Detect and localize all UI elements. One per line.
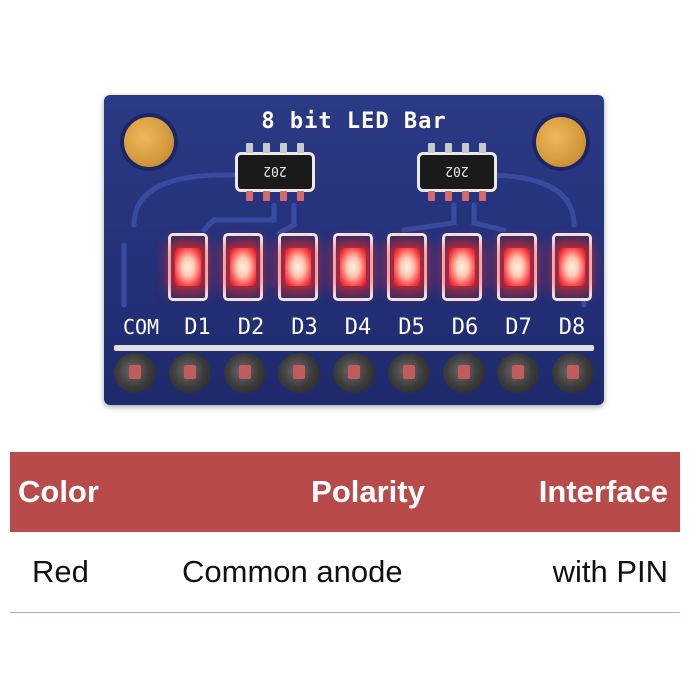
- header-color: Color: [18, 474, 99, 509]
- header-pin: [333, 353, 375, 393]
- header-polarity: Polarity: [311, 474, 425, 509]
- mounting-hole-left: [124, 117, 174, 167]
- led-d6: [442, 233, 483, 301]
- spec-table: Color Polarity Interface Red Common anod…: [10, 452, 680, 613]
- pin-label-d6: D6: [451, 315, 479, 340]
- spec-table-row: Red Common anode with PIN: [10, 532, 680, 613]
- resistor-array-chip: 202: [238, 143, 312, 201]
- header-pin: [442, 353, 485, 393]
- pin-label-d7: D7: [505, 315, 532, 340]
- pin-label-com: COM: [122, 315, 160, 339]
- mounting-hole-right: [536, 117, 586, 167]
- header-pin: [497, 353, 540, 393]
- value-color: Red: [32, 554, 89, 589]
- spec-table-header-row: Color Polarity Interface: [10, 452, 680, 532]
- chip-marking: 202: [445, 163, 469, 178]
- header-pin: [223, 353, 266, 393]
- header-pin: [552, 353, 594, 393]
- board-silkscreen-title: 8 bit LED Bar: [261, 109, 447, 134]
- header-pin: [278, 353, 321, 393]
- header-pin: [168, 353, 211, 393]
- pin-label-d1: D1: [184, 315, 211, 340]
- pin-label-d3: D3: [291, 315, 318, 340]
- led-bar-board-photo: 8 bit LED Bar 202 202 COM D1 D2 D3 D4: [104, 95, 604, 405]
- led-d4: [332, 233, 373, 301]
- header-rail: [114, 345, 594, 351]
- led-row: [168, 233, 592, 305]
- header-pin: [387, 353, 430, 393]
- value-polarity: Common anode: [182, 554, 403, 589]
- led-d7: [497, 233, 538, 301]
- pin-label-d4: D4: [344, 315, 372, 340]
- pin-label-d2: D2: [237, 315, 265, 340]
- resistor-array-chip: 202: [420, 143, 494, 201]
- chip-marking: 202: [263, 163, 287, 178]
- led-d8: [551, 233, 592, 301]
- header-interface: Interface: [538, 474, 668, 509]
- pin-label-d8: D8: [558, 315, 586, 340]
- led-d5: [387, 233, 428, 301]
- value-interface: with PIN: [552, 554, 668, 589]
- pin-labels: COM D1 D2 D3 D4 D5 D6 D7 D8: [112, 315, 598, 340]
- led-d2: [222, 233, 263, 301]
- header-pin: [114, 353, 156, 393]
- led-d1: [168, 233, 208, 301]
- header-pins: [114, 353, 594, 393]
- pin-label-d5: D5: [398, 315, 425, 340]
- led-d3: [277, 233, 318, 301]
